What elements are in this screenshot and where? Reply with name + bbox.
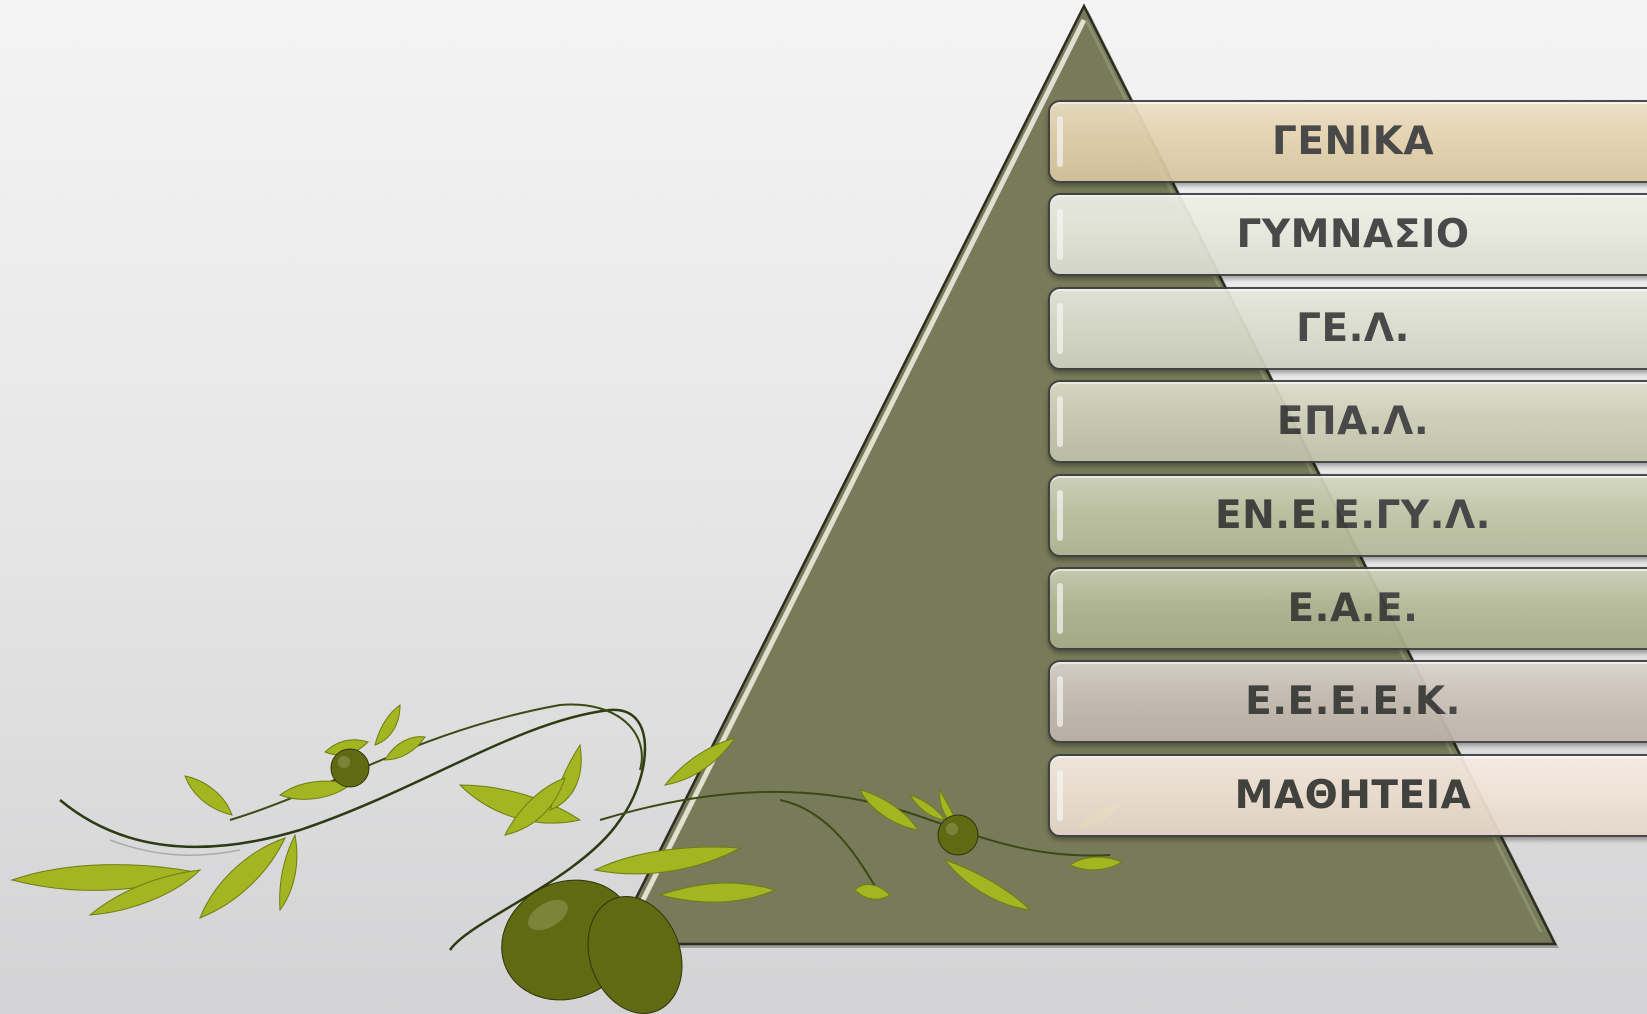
- olive-branch-decoration: [10, 703, 1124, 1014]
- pyramid-level-3[interactable]: ΓΕ.Λ.: [1048, 286, 1647, 370]
- level-highlight-stripe: [1057, 676, 1063, 728]
- pyramid-level-label: ΕΝ.Ε.Ε.ΓΥ.Λ.: [1215, 492, 1491, 538]
- level-highlight-stripe: [1057, 302, 1063, 354]
- pyramid-level-6[interactable]: Ε.Α.Ε.: [1048, 567, 1647, 650]
- pyramid-level-8[interactable]: ΜΑΘΗΤΕΙΑ: [1048, 753, 1647, 837]
- pyramid-level-label: ΜΑΘΗΤΕΙΑ: [1234, 772, 1472, 818]
- level-highlight-stripe: [1057, 583, 1063, 634]
- pyramid-level-label: ΓΕΝΙΚΑ: [1271, 119, 1435, 164]
- pyramid-level-5[interactable]: ΕΝ.Ε.Ε.ΓΥ.Λ.: [1048, 473, 1647, 557]
- pyramid-level-label: ΓΥΜΝΑΣΙΟ: [1236, 212, 1470, 258]
- level-highlight-stripe: [1057, 209, 1063, 261]
- pyramid-level-label: ΓΕ.Λ.: [1296, 305, 1410, 351]
- pyramid-level-2[interactable]: ΓΥΜΝΑΣΙΟ: [1048, 193, 1647, 277]
- pyramid-level-1[interactable]: ΓΕΝΙΚΑ: [1048, 100, 1647, 183]
- level-highlight-stripe: [1057, 396, 1063, 448]
- pyramid-level-7[interactable]: Ε.Ε.Ε.Ε.Κ.: [1048, 660, 1647, 744]
- pyramid-level-label: Ε.Ε.Ε.Ε.Κ.: [1245, 679, 1461, 725]
- level-highlight-stripe: [1057, 769, 1063, 821]
- pyramid-level-label: Ε.Α.Ε.: [1287, 586, 1419, 631]
- level-highlight-stripe: [1057, 489, 1063, 541]
- pyramid-level-list: ΓΕΝΙΚΑ ΓΥΜΝΑΣΙΟ ΓΕ.Λ. ΕΠΑ.Λ. ΕΝ.Ε.Ε.ΓΥ.Λ. Ε.Α…: [1048, 0, 1647, 1014]
- pyramid-level-label: ΕΠΑ.Λ.: [1276, 399, 1430, 445]
- pyramid-level-4[interactable]: ΕΠΑ.Λ.: [1048, 380, 1647, 464]
- level-highlight-stripe: [1057, 116, 1063, 167]
